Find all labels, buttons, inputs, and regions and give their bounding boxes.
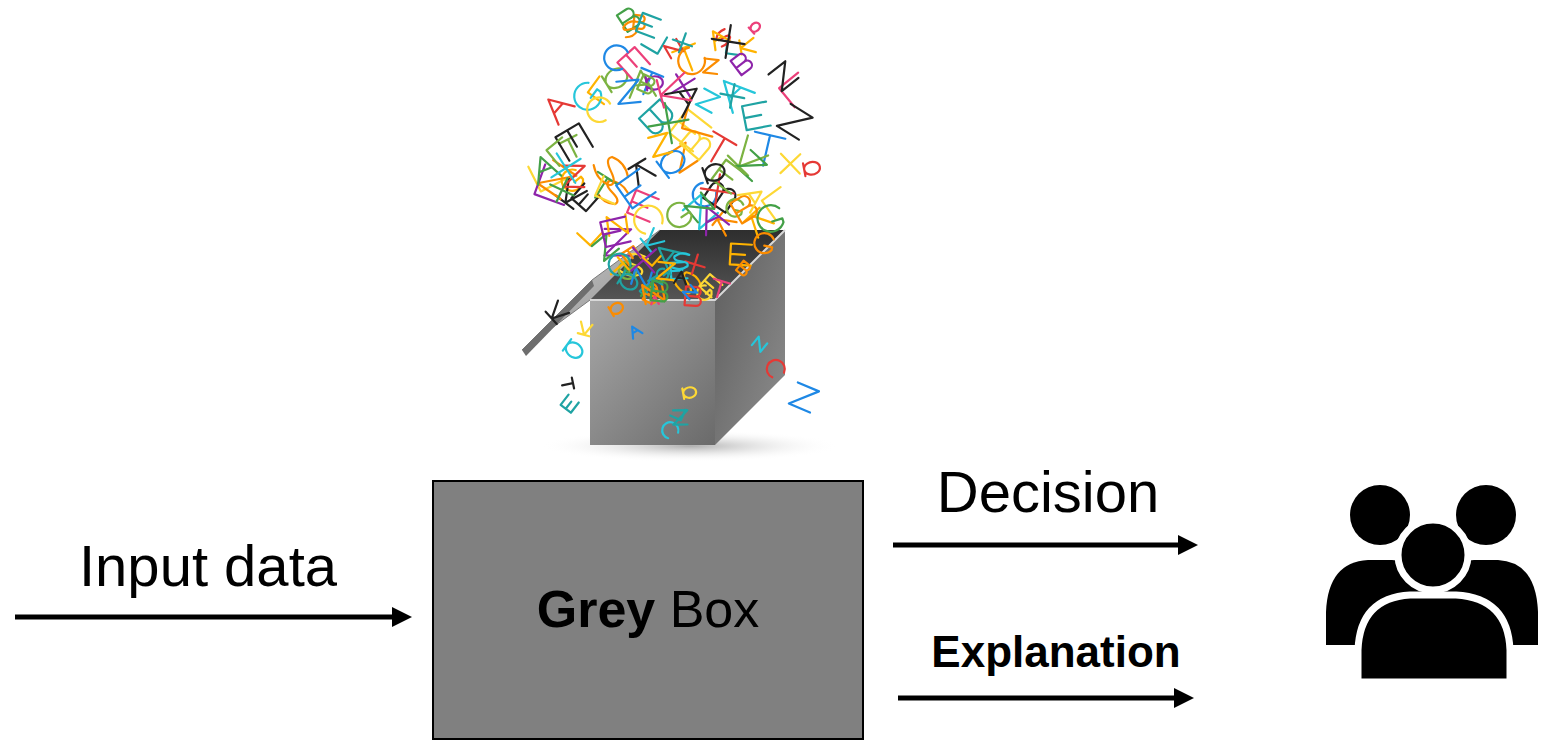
letter-shape — [616, 80, 640, 104]
letter-shape — [738, 183, 768, 213]
letter-shape — [659, 419, 680, 439]
letter-shape — [764, 357, 786, 378]
letter-shape — [592, 152, 630, 191]
letter-shape — [555, 123, 592, 160]
letter-shape — [706, 26, 730, 50]
letter-shape — [563, 339, 586, 361]
letter-shape — [736, 150, 767, 181]
arrow-label: Decision — [937, 459, 1159, 526]
letter-shape — [641, 279, 671, 309]
arrow-label: Explanation — [931, 627, 1180, 678]
letter-shape — [546, 301, 569, 324]
letter-shape — [617, 271, 640, 293]
arrow-label: Input data — [79, 533, 337, 600]
letter-shape — [641, 28, 667, 54]
letter-shape — [731, 52, 754, 76]
arrow-line — [15, 615, 396, 620]
letter-shape — [648, 133, 672, 157]
letter-shape — [636, 13, 661, 38]
box-lid-edge — [522, 280, 594, 356]
letter-shape — [616, 169, 655, 208]
arrow-head — [1174, 688, 1194, 708]
letter-shape — [702, 161, 726, 183]
box-front-face — [590, 300, 715, 445]
letter-shape — [712, 25, 745, 58]
process-box: Grey Box — [432, 480, 864, 740]
box-label: Grey Box — [537, 580, 760, 640]
letter-shape — [578, 322, 593, 337]
letter-shape — [670, 405, 685, 420]
letter-shape — [663, 199, 695, 232]
letter-shape — [628, 69, 656, 97]
letter-shape — [736, 261, 752, 277]
letter-shape — [789, 382, 819, 412]
letter-shape — [584, 95, 611, 124]
letter-shape — [561, 378, 574, 391]
letter-shape — [777, 104, 813, 140]
arrow-line — [898, 696, 1178, 701]
flow-arrow — [893, 535, 1198, 555]
letter-shape — [550, 178, 573, 201]
letter-shape — [673, 45, 708, 79]
letter-shape — [561, 395, 579, 413]
letter-shape — [713, 71, 755, 113]
letter-shape — [762, 187, 794, 219]
letter-shape — [696, 89, 720, 113]
letter-shape — [728, 135, 768, 175]
letter-shape — [739, 38, 756, 55]
letter-shape — [749, 21, 762, 34]
letter-shape — [643, 248, 661, 266]
letter-shape — [683, 285, 697, 299]
letter-shape — [754, 203, 785, 236]
flow-arrow — [15, 607, 412, 627]
letter-shape — [657, 262, 675, 280]
letter-shape — [709, 279, 730, 300]
letter-shape — [720, 84, 744, 108]
arrow-line — [893, 543, 1182, 548]
letter-shape — [540, 90, 574, 124]
letter-shape — [753, 231, 775, 254]
box-side-face — [715, 230, 785, 445]
letter-shape — [551, 153, 580, 182]
arrow-head — [1178, 535, 1198, 555]
letter-shape — [529, 153, 561, 185]
letter-shape — [673, 410, 687, 424]
letter-shape — [700, 131, 737, 168]
letter-shape — [627, 324, 642, 339]
arrow-head — [392, 607, 412, 627]
letter-shape — [600, 217, 630, 247]
letter-shape — [684, 192, 714, 222]
letter-shape — [631, 248, 656, 273]
letter-shape — [629, 200, 666, 236]
letter-shape — [602, 64, 631, 92]
letter-shape — [674, 271, 687, 284]
letter-shape — [608, 301, 624, 317]
people-icon — [1326, 485, 1538, 682]
flow-arrow — [898, 688, 1194, 708]
letter-shape — [769, 61, 799, 91]
letter-shape — [637, 74, 656, 95]
open-box-illustration — [522, 230, 840, 462]
person-body — [1358, 595, 1510, 682]
letter-shape — [742, 102, 771, 131]
letter-shape — [601, 42, 629, 72]
letter-shape — [604, 249, 633, 277]
letter-shape — [595, 176, 623, 204]
letter-shape — [682, 386, 697, 399]
letter-shape — [780, 154, 800, 174]
letter-shape — [673, 253, 690, 269]
letter-shape — [651, 281, 669, 302]
letter-shape — [730, 193, 759, 223]
letter-shape — [752, 337, 767, 352]
letter-shape — [672, 74, 695, 97]
letter-shape — [803, 160, 821, 176]
person-head — [1398, 520, 1468, 590]
letter-spray — [528, 6, 821, 439]
letter-shape — [657, 73, 692, 108]
letter-shape — [628, 159, 655, 186]
